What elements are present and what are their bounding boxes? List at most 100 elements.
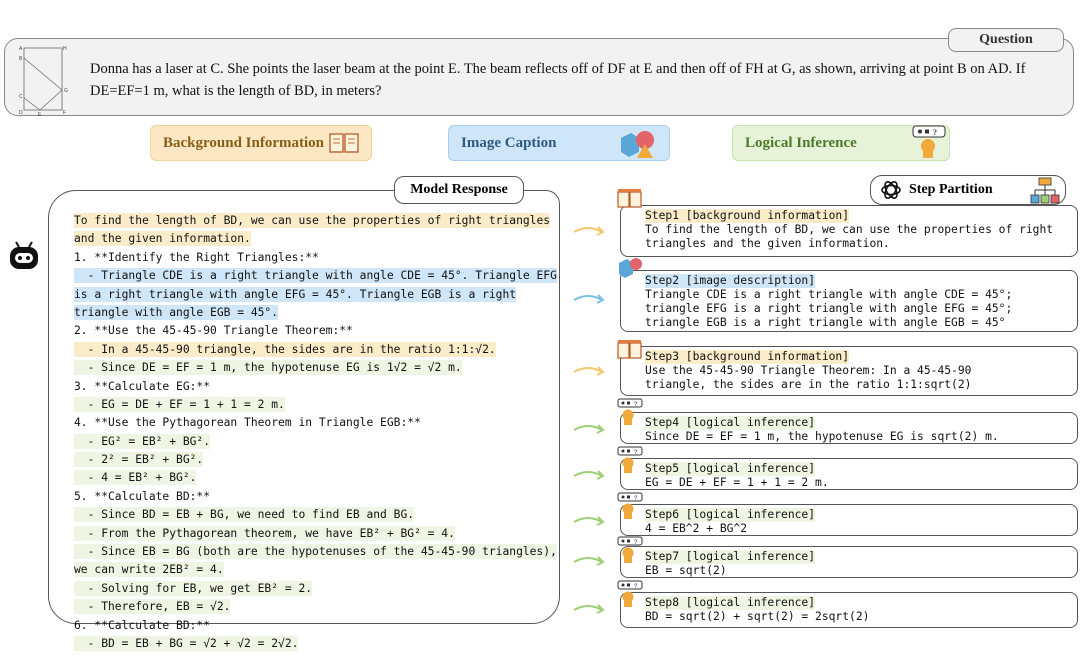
thinking-head-icon: ? [617,398,643,425]
step-body-line: Use the 45-45-90 Triangle Theorem: In a … [645,364,972,377]
response-line: - Since DE = EF = 1 m, the hypotenuse EG… [74,359,554,377]
step-box: Step5 [logical inference]EG = DE + EF = … [620,458,1078,490]
response-line-text: - Triangle CDE is a right triangle with … [74,268,557,284]
response-line-text: and the given information. [74,231,251,247]
response-line-text: is a right triangle with angle EFG = 45°… [74,286,517,302]
response-line-text: - Since EB = BG (both are the hypotenuse… [74,544,557,560]
thinking-head-icon: ? [912,125,946,158]
step-title: Step8 [logical inference] [645,596,816,610]
response-line-text: To find the length of BD, we can use the… [74,213,551,228]
shapes-icon [621,131,654,158]
shapes-icon [619,258,642,278]
response-line-text: 1. **Identify the Right Triangles:** [74,250,319,264]
thinking-head-icon: ? [617,446,643,473]
step-text: Step3 [background information]Use the 45… [645,350,971,392]
step-text: Step6 [logical inference]4 = EB^2 + BG^2 [645,508,816,536]
step-body-line: triangle EFG is a right triangle with an… [645,302,1013,315]
arrow-icon [573,516,605,526]
question-text: Donna has a laser at C. She points the l… [90,61,1026,99]
arrow-icon [573,226,605,236]
figure-label-c: C [19,94,23,100]
step-text: Step7 [logical inference]EB = sqrt(2) [645,550,816,578]
legend-image-label: Image Caption [461,135,557,151]
step-body-line: triangle EGB is a right triangle with an… [645,316,1006,329]
arrow-icon [573,424,605,434]
svg-text:?: ? [634,540,638,546]
question-tag: Question [948,28,1064,52]
response-line-text: - Since BD = EB + BG, we need to find EB… [74,507,415,523]
response-line: - Since EB = BG (both are the hypotenuse… [74,543,557,561]
book-icon [617,189,642,208]
step-body-line: BD = sqrt(2) + sqrt(2) = 2sqrt(2) [645,610,870,623]
response-line: is a right triangle with angle EFG = 45°… [74,286,554,304]
response-line-text: - From the Pythagorean theorem, we have … [74,525,455,541]
svg-text:?: ? [933,128,937,137]
step-body-line: To find the length of BD, we can use the… [645,223,1054,236]
thinking-head-icon: ? [617,580,643,607]
step-box: Step8 [logical inference]BD = sqrt(2) + … [620,592,1078,628]
response-line: 2. **Use the 45-45-90 Triangle Theorem:*… [74,322,554,340]
response-line: - 2² = EB² + BG². [74,451,554,469]
step-title: Step2 [image description] [645,274,816,288]
response-line-text: - Since DE = EF = 1 m, the hypotenuse EG… [74,360,462,376]
figure-label-b: B [19,56,23,62]
model-response-tag: Model Response [394,176,524,204]
step-title: Step3 [background information] [645,350,850,364]
response-line: - EG = DE + EF = 1 + 1 = 2 m. [74,396,554,414]
response-line: To find the length of BD, we can use the… [74,212,554,230]
response-line: 1. **Identify the Right Triangles:** [74,249,554,267]
step-title: Step7 [logical inference] [645,550,816,564]
step-box: Step6 [logical inference]4 = EB^2 + BG^2 [620,504,1078,536]
model-response-text: To find the length of BD, we can use the… [74,212,557,653]
step-body-line: EG = DE + EF = 1 + 1 = 2 m. [645,476,829,489]
model-response-panel [48,190,560,624]
svg-text:?: ? [634,584,638,590]
legend-image-caption: Image Caption [448,125,670,161]
arrow-icon [573,470,605,480]
step-title: Step5 [logical inference] [645,462,816,476]
step-partition-tag: Step Partition [870,175,1066,205]
response-line-text: - Solving for EB, we get EB² = 2. [74,580,313,596]
step-body-line: EB = sqrt(2) [645,564,727,577]
response-line: 3. **Calculate EG:** [74,378,554,396]
legend-logic-label: Logical Inference [745,135,857,151]
step-box: Step4 [logical inference]Since DE = EF =… [620,412,1078,444]
response-line: triangle with angle EGB = 45°. [74,304,554,322]
book-icon [329,133,359,153]
arrow-icon [573,294,605,304]
response-line-text: triangle with angle EGB = 45°. [74,304,279,320]
thinking-head-icon: ? [617,492,643,519]
flowchart-icon [1030,177,1060,204]
step-partition-label: Step Partition [909,182,993,197]
step-text: Step5 [logical inference]EG = DE + EF = … [645,462,829,490]
figure-label-h: H [63,46,67,52]
step-text: Step4 [logical inference]Since DE = EF =… [645,416,999,444]
step-title: Step1 [background information] [645,209,850,223]
step-title: Step4 [logical inference] [645,416,816,430]
figure-label-g: G [64,88,68,94]
response-line: and the given information. [74,230,554,248]
figure-label-e: E [38,112,42,116]
book-icon [617,340,642,359]
response-line-text: 5. **Calculate BD:** [74,489,211,503]
geometry-figure: A H B C G D E F [19,46,68,116]
response-line-text: - EG = DE + EF = 1 + 1 = 2 m. [74,396,285,412]
response-line: - In a 45-45-90 triangle, the sides are … [74,341,554,359]
response-line-text: 6. **Calculate BD:** [74,618,211,632]
response-line-text: - 4 = EB² + BG². [74,470,197,486]
svg-text:?: ? [634,450,638,456]
response-line: - BD = EB + BG = √2 + √2 = 2√2. [74,635,554,653]
response-line-text: 4. **Use the Pythagorean Theorem in Tria… [74,416,421,430]
figure-label-f: F [63,110,66,116]
step-body-line: 4 = EB^2 + BG^2 [645,522,748,535]
response-line: 5. **Calculate BD:** [74,488,554,506]
response-line: - Since BD = EB + BG, we need to find EB… [74,506,554,524]
svg-text:?: ? [634,402,638,408]
step-body-line: triangle, the sides are in the ratio 1:1… [645,378,972,391]
response-line: 6. **Calculate BD:** [74,617,554,635]
figure-label-d: D [19,110,23,116]
step-box: Step7 [logical inference]EB = sqrt(2) [620,546,1078,578]
response-line: - 4 = EB² + BG². [74,469,554,487]
response-line-text: - 2² = EB² + BG². [74,452,204,468]
step-text: Step1 [background information]To find th… [645,209,1053,251]
